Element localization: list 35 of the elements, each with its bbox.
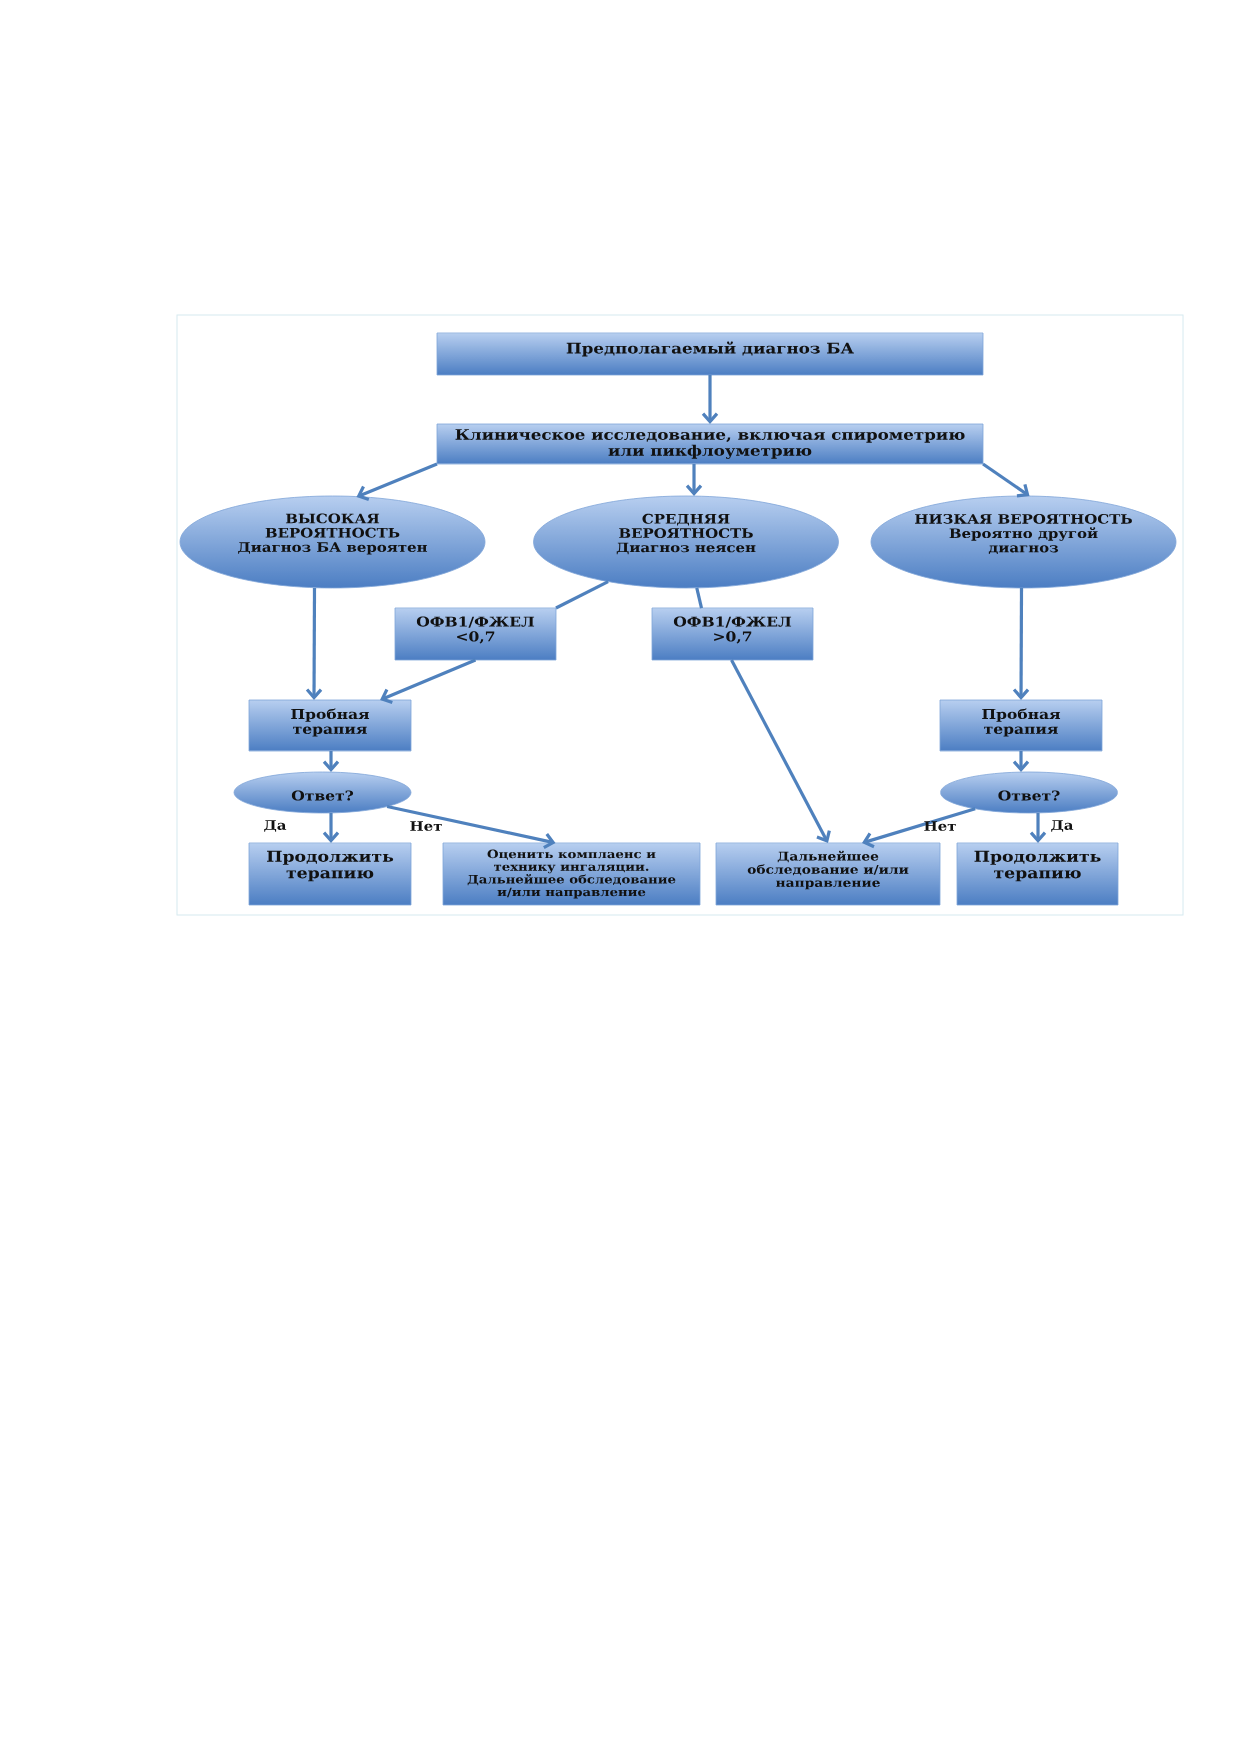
process-box: Дальнейшее обследование и/или направление — [715, 842, 941, 906]
process-box: Пробная терапия — [939, 699, 1103, 752]
ellipse-node: НИЗКАЯ ВЕРОЯТНОСТЬ Вероятно другой диагноз — [870, 495, 1177, 589]
arrow — [305, 588, 323, 700]
ellipse-node: СРЕДНЯЯ ВЕРОЯТНОСТЬ Диагноз неясен — [533, 495, 839, 589]
arrow — [730, 659, 831, 843]
arrow — [386, 804, 556, 850]
process-box: Пробная терапия — [248, 699, 412, 752]
process-box: Продолжить терапию — [956, 842, 1119, 906]
ellipse-node: Ответ? — [233, 771, 412, 814]
arrow — [380, 658, 477, 704]
process-box: Оценить комплаенс и технику ингаляции. Дальнейшее обследование и/или направление — [442, 842, 701, 906]
process-box: ОФВ1/ФЖЕЛ <0,7 — [394, 607, 557, 661]
arrow — [1012, 751, 1030, 772]
edge-label: Да — [1051, 820, 1074, 832]
arrow — [982, 462, 1030, 498]
connector-line — [555, 580, 609, 610]
connector-line — [695, 587, 704, 609]
process-box: Предполагаемый диагноз БА — [436, 332, 984, 376]
process-box: ОФВ1/ФЖЕЛ >0,7 — [651, 607, 814, 661]
arrow — [701, 375, 719, 424]
edge-label: Да — [264, 820, 287, 832]
arrow — [322, 813, 340, 843]
ellipse-node: Ответ? — [940, 771, 1118, 814]
edge-label: Нет — [924, 821, 956, 831]
arrow — [1029, 813, 1047, 843]
arrow — [685, 464, 703, 496]
ellipse-node: ВЫСОКАЯ ВЕРОЯТНОСТЬ Диагноз БА вероятен — [179, 495, 486, 589]
arrow — [1012, 588, 1030, 700]
arrow — [862, 807, 976, 849]
process-box: Клиническое исследование, включая спирометрию или пикфлоуметрию — [436, 423, 984, 465]
edge-label: Нет — [410, 821, 442, 831]
process-box: Продолжить терапию — [248, 842, 412, 906]
arrow — [322, 751, 340, 772]
arrow — [356, 462, 438, 502]
